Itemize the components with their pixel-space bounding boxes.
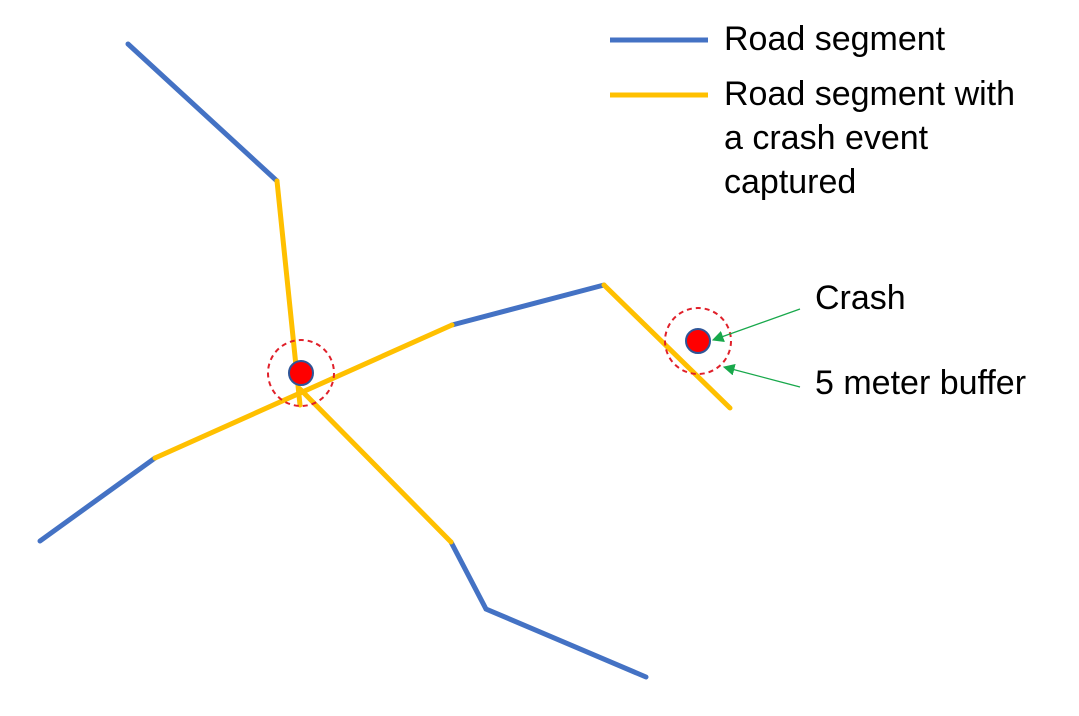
road-segment-northwest (125, 41, 280, 184)
legend-label-crash-road-line-3: captured (724, 163, 857, 201)
crash-annotation-label: Crash (815, 279, 906, 317)
crash-point (288, 360, 314, 386)
buffer-pointer-arrow (722, 364, 801, 388)
legend-label-road-segment: Road segment (724, 20, 946, 58)
legend-label-crash-road-line-2: a crash event (724, 119, 929, 157)
buffer-annotation-label: 5 meter buffer (815, 364, 1027, 402)
road-segments (37, 41, 649, 680)
road-segment-south (448, 539, 649, 680)
road-segment-southwest (37, 455, 158, 544)
crash-point (685, 328, 711, 354)
crash-event-2 (664, 307, 732, 375)
buffer-circle (664, 307, 732, 375)
crash-pointer-arrow (711, 308, 801, 342)
road-segment-north-east (449, 282, 607, 328)
crash-event-1 (267, 339, 335, 407)
buffer-circle (267, 339, 335, 407)
crash-road-segments (152, 178, 733, 545)
crash-road-segment-east (601, 282, 733, 411)
legend-label-crash-road-line-1: Road segment with (724, 75, 1016, 113)
crash-road-segment-southeast (297, 386, 454, 545)
